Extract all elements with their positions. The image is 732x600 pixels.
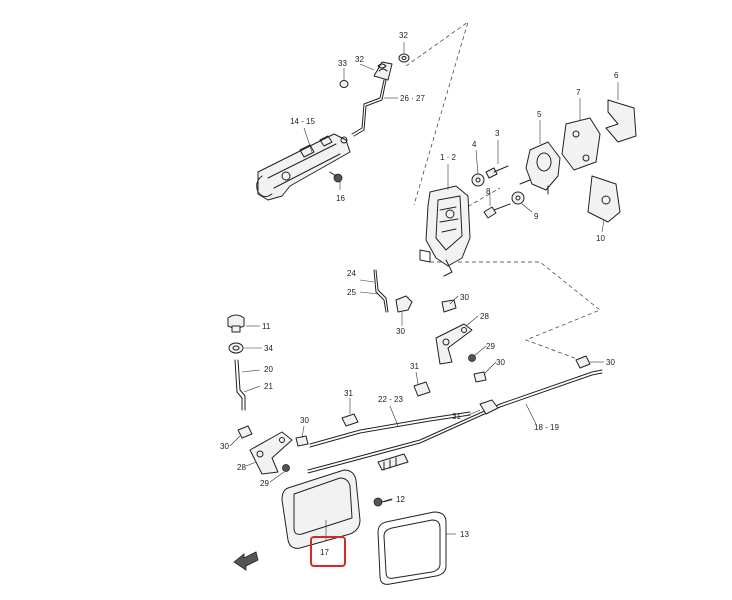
label-29-lower: 29 <box>260 479 269 488</box>
screw-8[interactable] <box>483 203 511 219</box>
label-30-lower-mid: 30 <box>300 416 309 425</box>
door-lock-body[interactable] <box>419 185 471 277</box>
label-31-right: 31 <box>452 412 461 421</box>
label-30-lever: 30 <box>496 358 505 367</box>
label-6: 6 <box>614 71 619 80</box>
label-30-mid: 30 <box>396 327 405 336</box>
label-18-19: 18 - 19 <box>534 423 559 432</box>
spring-clip-32[interactable] <box>373 61 393 81</box>
label-9: 9 <box>534 212 539 221</box>
inside-handle-rod-18-19[interactable] <box>307 369 603 474</box>
label-22-23: 22 - 23 <box>378 395 403 404</box>
screw-3[interactable] <box>485 165 509 179</box>
handle-screw-12[interactable] <box>373 497 393 507</box>
label-28-upper: 28 <box>480 312 489 321</box>
rod-clip-31-left[interactable] <box>341 413 359 427</box>
handle-cable-boot[interactable] <box>377 453 409 471</box>
leader-lines <box>229 42 619 540</box>
label-29-upper: 29 <box>486 342 495 351</box>
star-washer-4[interactable] <box>471 173 485 187</box>
knob-grommet-34[interactable] <box>228 342 244 354</box>
label-31-left: 31 <box>344 389 353 398</box>
control-rod-26-27[interactable] <box>351 79 387 137</box>
rod-clip-30-far-right[interactable] <box>575 355 591 369</box>
label-21: 21 <box>264 382 273 391</box>
label-7: 7 <box>576 88 581 97</box>
label-24: 24 <box>347 269 356 278</box>
screw-29-lower[interactable] <box>282 464 290 472</box>
rod-clip-30-lower-left[interactable] <box>237 425 253 439</box>
handle-screw-16[interactable] <box>329 171 343 183</box>
label-28-lower: 28 <box>237 463 246 472</box>
rod-clip-30-lever[interactable] <box>473 371 487 383</box>
front-direction-arrow-icon <box>233 551 259 571</box>
door-striker-5[interactable] <box>519 141 561 195</box>
lock-knob-11[interactable] <box>227 314 245 333</box>
handle-bezel-13[interactable] <box>377 511 447 585</box>
label-11: 11 <box>262 322 271 331</box>
washer-32-upper[interactable] <box>398 53 410 63</box>
lock-knob-rod-20-21[interactable] <box>234 359 246 411</box>
label-30-lower-left: 30 <box>220 442 229 451</box>
label-1-2: 1 · 2 <box>440 153 457 162</box>
label-3: 3 <box>495 129 500 138</box>
lock-rod-22-23[interactable] <box>309 411 471 448</box>
label-13: 13 <box>460 530 469 539</box>
label-16: 16 <box>336 194 345 203</box>
label-12: 12 <box>396 495 405 504</box>
highlight-box-part-17 <box>310 536 346 567</box>
label-5: 5 <box>537 110 542 119</box>
label-10: 10 <box>596 234 605 243</box>
label-26-27: 26 · 27 <box>400 94 425 103</box>
label-8: 8 <box>486 187 491 196</box>
screw-29-upper[interactable] <box>468 354 476 362</box>
outside-handle-assembly[interactable] <box>256 133 351 201</box>
lock-rod-24-25[interactable] <box>373 269 389 313</box>
label-32-left: 32 <box>355 55 364 64</box>
lever-bracket-28-upper[interactable] <box>435 323 473 365</box>
shim-plate-6[interactable] <box>605 99 637 143</box>
star-washer-9[interactable] <box>511 191 525 205</box>
label-25: 25 <box>347 288 356 297</box>
rod-clip-30-lower-mid[interactable] <box>295 435 309 447</box>
label-4: 4 <box>472 140 477 149</box>
rod-clip-30-mid[interactable] <box>395 295 413 313</box>
spacer-plate-10[interactable] <box>587 175 621 223</box>
inside-handle-17[interactable] <box>281 469 361 549</box>
label-34: 34 <box>264 344 273 353</box>
label-20: 20 <box>264 365 273 374</box>
label-14-15: 14 - 15 <box>290 117 315 126</box>
rod-clip-31-right[interactable] <box>479 399 499 415</box>
label-17: 17 <box>320 548 329 557</box>
washer-33[interactable] <box>339 80 349 88</box>
label-31-mid: 31 <box>410 362 419 371</box>
label-33: 33 <box>338 59 347 68</box>
rod-clip-30-right[interactable] <box>441 299 457 313</box>
label-30-far-right: 30 <box>606 358 615 367</box>
rod-clip-31-mid[interactable] <box>413 381 431 397</box>
label-32-top: 32 <box>399 31 408 40</box>
label-30-right: 30 <box>460 293 469 302</box>
lever-bracket-28-lower[interactable] <box>249 431 293 475</box>
striker-plate-7[interactable] <box>561 117 601 171</box>
callout-labels: 32 32 33 26 · 27 14 - 15 16 1 · 2 3 4 5 … <box>220 31 619 557</box>
